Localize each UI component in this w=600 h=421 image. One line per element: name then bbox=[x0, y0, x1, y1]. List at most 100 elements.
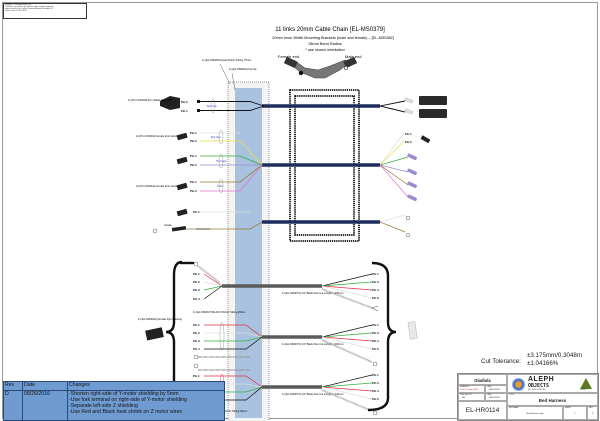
housing-2pin-icon bbox=[176, 132, 188, 141]
pin-label: Pin 3 bbox=[193, 288, 200, 292]
wire-white bbox=[321, 386, 373, 400]
plug-2pin-icon bbox=[160, 96, 180, 110]
wire-pink bbox=[379, 164, 409, 198]
ring-terminal-icon bbox=[372, 410, 378, 416]
header-changes: Changes bbox=[69, 382, 90, 388]
pin-label: Pin 3 bbox=[372, 381, 379, 385]
pin-label: Pin 2 bbox=[193, 280, 200, 284]
wire-red bbox=[321, 336, 373, 342]
drawn-by-cell: DRAWN BY E.Sa Fuentes(MG) bbox=[458, 385, 485, 393]
pin-label: Pin 1 bbox=[372, 373, 379, 377]
logo-text: INCORPORATED bbox=[528, 389, 546, 391]
file-name-cell: FILE NAME Bed Harness.odg bbox=[507, 406, 563, 420]
housing-2pin-icon bbox=[176, 182, 188, 191]
revision-change: -Shorten right-side of Y-motor shielding… bbox=[69, 391, 179, 397]
housing-1pin-icon bbox=[176, 208, 188, 217]
pin-label: Pin 3 bbox=[372, 331, 379, 335]
anode-label: Anode bbox=[164, 223, 172, 227]
revision-table: Rev Date Changes D 08/26/2016 -Shorten r… bbox=[3, 381, 225, 421]
leader-line bbox=[231, 72, 236, 91]
revision-value: D bbox=[5, 391, 9, 397]
checked-date-cell: DATE 08/25/2016 bbox=[485, 393, 507, 401]
ring-terminal-icon bbox=[152, 228, 158, 234]
wire-white bbox=[379, 132, 405, 166]
lulzbot-badge-icon bbox=[580, 378, 592, 389]
drawn-date-cell: DATE 08/24/2016 bbox=[485, 385, 507, 393]
product-cell: Gladiola bbox=[458, 374, 507, 385]
crimp-terminals-icon bbox=[407, 153, 417, 201]
power-connector-icon bbox=[419, 96, 447, 105]
pin-label: Pin 4 bbox=[193, 347, 200, 351]
file-name-value: Bed Harness.odg bbox=[526, 413, 544, 415]
wire-black bbox=[321, 324, 373, 338]
wire-black bbox=[379, 105, 406, 113]
orientation-note: * use shown orientation bbox=[305, 48, 344, 52]
wire-red bbox=[204, 324, 263, 338]
cut-tolerance-label: Cut Tolerance: bbox=[481, 358, 521, 365]
pin-label: Pin 2 bbox=[190, 189, 197, 193]
pin-label: Pin 2 bbox=[190, 139, 197, 143]
ring-terminal-icon bbox=[405, 215, 411, 221]
product-name: Gladiola bbox=[474, 378, 491, 383]
wire-green bbox=[321, 382, 373, 388]
mounting-bracket-icon bbox=[283, 56, 358, 79]
ferrule-label: 1x [EL-MS0042] Ferrule bbox=[229, 67, 257, 71]
logo-text: ALEPH bbox=[528, 376, 555, 383]
female-end-label: Female end bbox=[278, 54, 299, 59]
wire-red bbox=[204, 375, 263, 388]
pin-label: Pin 1 bbox=[405, 132, 412, 136]
plug-label: 1x [PC-CN0032] 5mm Black Plug [2P] bbox=[128, 98, 172, 102]
pin-label: Pin 4 bbox=[372, 339, 379, 343]
wire-lavender bbox=[379, 164, 409, 173]
twist-label: Thermistor bbox=[216, 160, 227, 163]
pin-label: Pin 6 bbox=[372, 296, 379, 300]
header-date: Date bbox=[24, 382, 35, 388]
wire-green bbox=[200, 155, 263, 166]
pin-label: Pin 3 bbox=[372, 280, 379, 284]
twist-marker bbox=[218, 129, 224, 145]
shield-drain bbox=[197, 265, 221, 284]
black-shrink-label: 1x [EL-MS0047] BLACK Shrink Tubing 25mm bbox=[193, 310, 245, 314]
pin-label: Pin 1 bbox=[193, 210, 200, 214]
spade-terminal-icon bbox=[404, 97, 414, 104]
shrink-marker bbox=[219, 321, 225, 351]
leader-line bbox=[219, 63, 231, 85]
cut-tolerance: Cut Tolerance: ±3.175mm/0.3048m ±1.04166… bbox=[481, 352, 600, 372]
fork-terminal-icon bbox=[371, 305, 379, 312]
pin-label: Pin 1 bbox=[190, 180, 197, 184]
wire-black bbox=[321, 273, 373, 287]
bracket-subtitle: 20mm Inner Width Mounting Brackets (male… bbox=[272, 36, 394, 40]
revision-change: -Separate left-side Z shielding bbox=[69, 403, 138, 409]
pin-label: Pin 2 bbox=[190, 163, 197, 167]
wire-white bbox=[321, 336, 373, 350]
ferrule-tip bbox=[197, 109, 200, 112]
sheet-value: 1 bbox=[574, 413, 576, 415]
male-end-label: Male end bbox=[345, 54, 361, 59]
file-name-label: FILE NAME bbox=[509, 407, 519, 409]
title-cell: TITLE Bed Harness bbox=[507, 393, 598, 406]
revision-table-header bbox=[4, 382, 224, 391]
wire-black bbox=[321, 374, 373, 388]
housing-4pin-icon bbox=[145, 327, 164, 341]
pin-label: Pin 1 bbox=[372, 323, 379, 327]
ring-terminal-icon bbox=[193, 354, 199, 360]
title-label: TITLE bbox=[509, 394, 514, 396]
pin-label: Pin 1 bbox=[193, 272, 200, 276]
right-brace bbox=[367, 261, 397, 412]
pin-label: Pin 2 bbox=[405, 140, 412, 144]
wire-red bbox=[321, 386, 373, 392]
pin-label: Pin 1 bbox=[190, 131, 197, 135]
pin-label: Pin 2 bbox=[181, 100, 188, 104]
wire-green bbox=[321, 332, 373, 338]
pin-label: Pin 4 bbox=[193, 297, 200, 301]
shield-label: 1x [EL-MS0073] 1/4" Black Pan-Cut Length… bbox=[282, 342, 343, 346]
wire-green bbox=[379, 156, 409, 166]
wire-black bbox=[204, 336, 263, 350]
chain-title: 11 links 20mm Cable Chain [EL-MS0379] bbox=[275, 27, 385, 33]
wire-yellow bbox=[379, 140, 405, 166]
cut-tolerance-value: ±3.175mm/0.3048m bbox=[527, 352, 582, 359]
rev-cell: REV D bbox=[587, 406, 598, 420]
twist-marker bbox=[218, 178, 224, 194]
housing-label: 2x [PC-CN0012] Female 2pin Housing bbox=[136, 184, 181, 188]
wire-white bbox=[379, 214, 406, 223]
